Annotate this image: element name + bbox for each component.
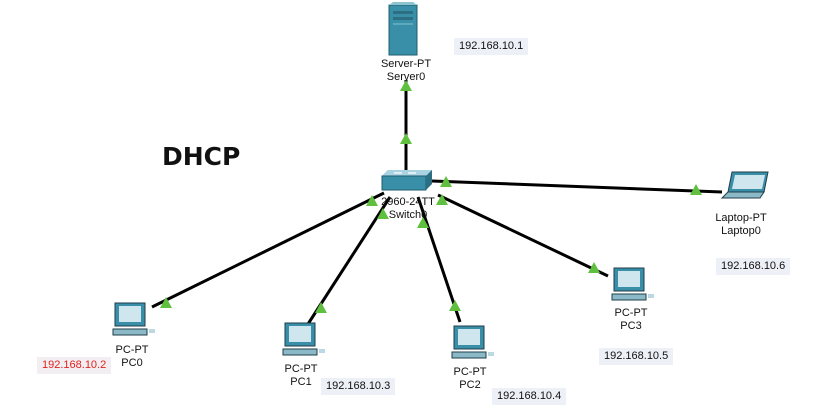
link-up-indicator-icon [366,195,378,206]
link-up-indicator-icon [449,300,461,311]
device-model: PC-PT [614,307,648,319]
device-model: Server-PT [380,58,432,70]
link-up-indicator-icon [690,184,702,195]
laptop-label: Laptop-PT Laptop0 [715,212,766,238]
ip-address-laptop: 192.168.10.6 [716,258,791,275]
links [151,80,723,325]
link-up-indicator-icon [400,80,412,91]
switch-icon[interactable] [381,170,432,191]
pc0-label: PC-PT PC0 [116,344,149,370]
device-model: PC-PT [115,344,149,356]
link-up-indicator-icon [436,194,448,205]
ip-address-server: 192.168.10.1 [454,38,529,55]
link-up-indicator-icon [440,176,452,187]
device-name: Laptop0 [721,225,761,237]
device-model: Laptop-PT [715,212,767,224]
pc-icon[interactable] [451,325,494,359]
device-name: PC0 [121,357,143,369]
ip-address-pc3: 192.168.10.5 [599,348,674,365]
device-name: Switch0 [388,209,428,221]
device-name: Server0 [386,71,426,83]
pc-icon[interactable] [112,302,155,336]
link-switch-pc3[interactable] [437,193,609,278]
device-name: PC2 [459,379,481,391]
link-up-indicator-icon [588,262,600,273]
link-switch-pc1[interactable] [306,196,392,325]
link-up-indicator-icon [417,217,429,228]
pc3-label: PC-PT PC3 [615,307,648,333]
ip-address-pc2: 192.168.10.4 [492,388,567,405]
diagram-title: DHCP [162,142,241,171]
device-name: PC3 [620,320,642,332]
device-model: PC-PT [284,363,318,375]
ip-address-pc0: 192.168.10.2 [37,357,112,374]
laptop-icon[interactable] [720,171,769,199]
device-name: PC1 [290,376,312,388]
link-switch-laptop[interactable] [431,179,723,194]
link-switch-pc2[interactable] [416,196,462,323]
device-model: 2960-24TT [381,196,435,208]
link-switch-pc0[interactable] [151,191,385,309]
server-icon[interactable] [388,2,418,56]
switch-label: 2960-24TT Switch0 [381,196,435,222]
link-status-indicators [160,80,702,313]
device-model: PC-PT [453,366,487,378]
pc2-label: PC-PT PC2 [454,366,487,392]
ip-address-pc1: 192.168.10.3 [321,378,396,395]
link-up-indicator-icon [400,133,412,144]
link-up-indicator-icon [315,302,327,313]
pc1-label: PC-PT PC1 [285,363,318,389]
pc-icon[interactable] [282,322,325,356]
link-up-indicator-icon [160,297,172,308]
server-label: Server-PT Server0 [381,58,431,84]
pc-icon[interactable] [611,267,654,301]
link-up-indicator-icon [377,208,389,219]
